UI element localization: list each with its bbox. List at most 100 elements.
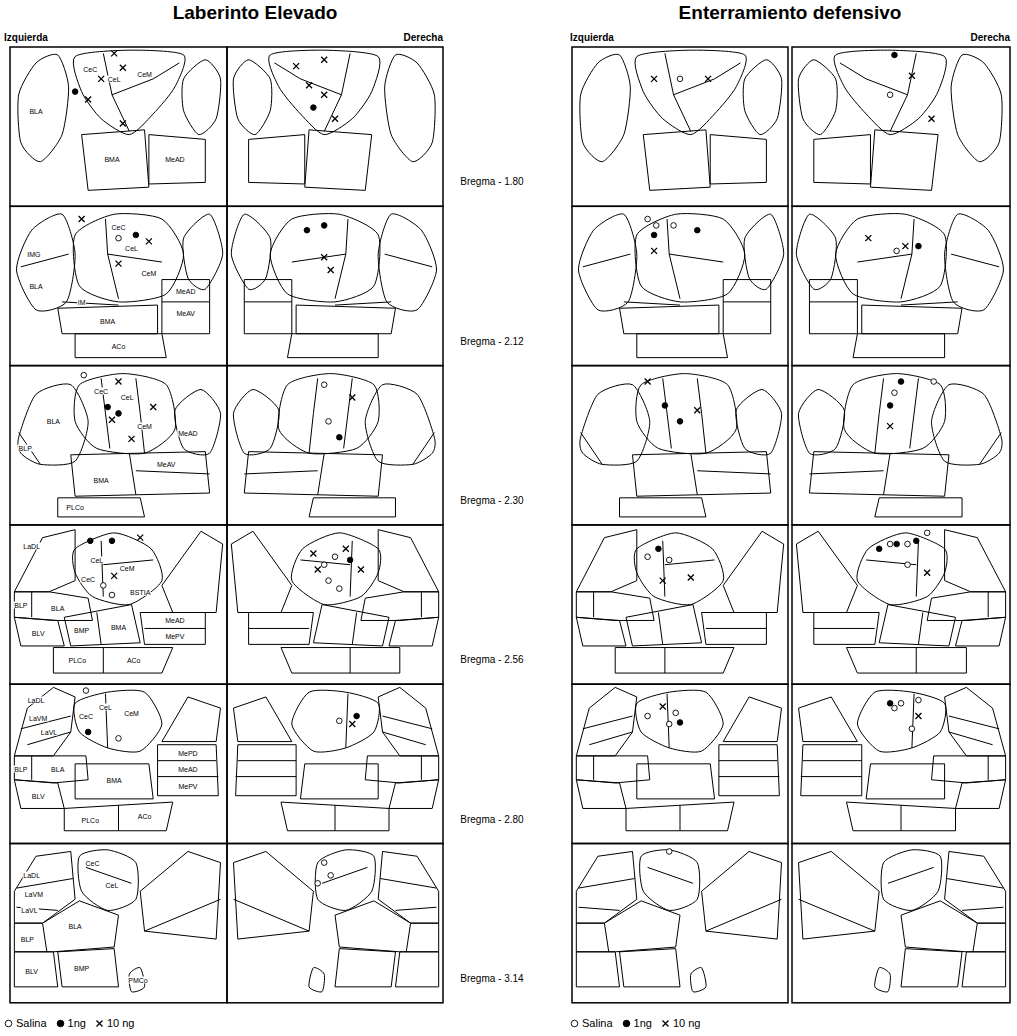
nucleus-outline — [723, 301, 771, 302]
cross-marker — [705, 76, 711, 82]
open-marker — [931, 379, 937, 385]
nucleus-outline — [64, 802, 173, 831]
nucleus-outline — [956, 617, 1006, 646]
open-marker — [666, 721, 672, 727]
nucleus-outline — [879, 605, 955, 646]
open-marker — [109, 592, 115, 598]
nucleus-outline — [945, 687, 1006, 755]
section-panel — [10, 844, 227, 1003]
nucleus-outline — [233, 60, 272, 135]
nucleus-outline — [719, 745, 779, 796]
filled-marker — [87, 538, 93, 544]
cross-marker — [310, 551, 316, 557]
nucleus-outline — [814, 135, 871, 184]
region-label: BMA — [103, 155, 120, 162]
region-label: CeC — [82, 66, 98, 73]
nucleus-outline — [292, 254, 346, 262]
nucleus-outline — [31, 756, 32, 780]
region-label: BLV — [24, 967, 39, 974]
nucleus-outline — [620, 305, 719, 334]
open-marker — [5, 1020, 12, 1027]
nucleus-outline — [593, 592, 594, 617]
nucleus-outline — [723, 531, 783, 612]
panel-frame — [10, 844, 227, 1003]
cross-marker — [924, 570, 930, 576]
region-label: CeL — [107, 75, 122, 82]
nucleus-outline — [697, 471, 770, 474]
nucleus-outline — [901, 302, 958, 305]
nucleus-outline — [814, 628, 875, 629]
nucleus-outline — [269, 50, 380, 134]
nucleus-outline — [31, 592, 32, 617]
cross-marker — [887, 423, 893, 429]
nucleus-outline — [736, 389, 782, 454]
legend-text: 1ng — [68, 1018, 86, 1029]
nucleus-outline — [278, 374, 379, 454]
nucleus-outline — [576, 530, 636, 592]
bregma-label: Bregma - 2.12 — [460, 337, 523, 347]
nucleus-outline — [413, 433, 435, 465]
cross-marker — [137, 535, 143, 541]
open-marker — [321, 860, 327, 866]
nucleus-outline — [305, 130, 372, 191]
nucleus-outline — [249, 613, 314, 645]
region-label: LaDL — [22, 872, 41, 879]
nucleus-outline — [578, 879, 634, 889]
nucleus-outline — [667, 219, 680, 299]
open-marker — [83, 688, 89, 694]
nucleus-outline — [576, 687, 636, 755]
nucleus-outline — [799, 899, 875, 931]
section-panel — [227, 525, 443, 684]
nucleus-outline — [690, 967, 706, 992]
nucleus-outline — [335, 219, 348, 299]
cross-marker — [865, 235, 871, 241]
legend-sample — [56, 1019, 65, 1028]
section-heading: Laberinto Elevado — [173, 3, 338, 22]
section-panel — [10, 47, 227, 206]
region-label: BLA — [50, 765, 65, 772]
cross-marker — [321, 92, 327, 98]
region-label: PLCo — [81, 816, 101, 823]
nucleus-outline — [344, 378, 353, 448]
filled-marker — [694, 227, 700, 233]
region-label: MeAD — [175, 287, 196, 294]
cross-marker — [909, 73, 915, 79]
nucleus-outline — [352, 613, 356, 645]
open-marker — [571, 1020, 578, 1027]
open-marker — [916, 697, 922, 703]
bregma-label: Bregma - 2.30 — [460, 496, 523, 506]
region-label: IM — [77, 298, 87, 305]
bregma-label: Bregma - 3.14 — [460, 974, 523, 984]
nucleus-outline — [663, 378, 672, 448]
cross-marker — [116, 379, 122, 385]
cross-marker — [358, 567, 364, 573]
nucleus-outline — [658, 613, 662, 645]
nucleus-outline — [799, 851, 880, 939]
nucleus-outline — [322, 867, 367, 883]
nucleus-outline — [635, 50, 746, 134]
nucleus-outline — [136, 471, 210, 474]
open-marker — [326, 419, 332, 425]
cross-marker — [315, 567, 321, 573]
nucleus-outline — [112, 63, 179, 95]
filled-marker — [72, 89, 78, 95]
side-label: Izquierda — [4, 33, 48, 43]
section-panel — [572, 47, 788, 206]
nucleus-outline — [640, 850, 700, 911]
nucleus-outline — [287, 334, 378, 358]
cross-marker — [662, 1021, 668, 1027]
nucleus-outline — [723, 280, 771, 334]
nucleus-outline — [663, 541, 665, 597]
region-label: BLV — [31, 792, 46, 799]
nucleus-outline — [901, 901, 1006, 952]
open-marker — [321, 562, 327, 568]
legend-text: Salina — [582, 1018, 613, 1029]
nucleus-outline — [18, 384, 88, 465]
region-label: CeM — [140, 270, 157, 277]
nucleus-outline — [589, 732, 632, 745]
nucleus-outline — [702, 851, 782, 939]
nucleus-outline — [421, 592, 422, 617]
panel-frame — [227, 47, 443, 206]
cross-marker — [120, 120, 126, 126]
nucleus-outline — [64, 605, 140, 646]
